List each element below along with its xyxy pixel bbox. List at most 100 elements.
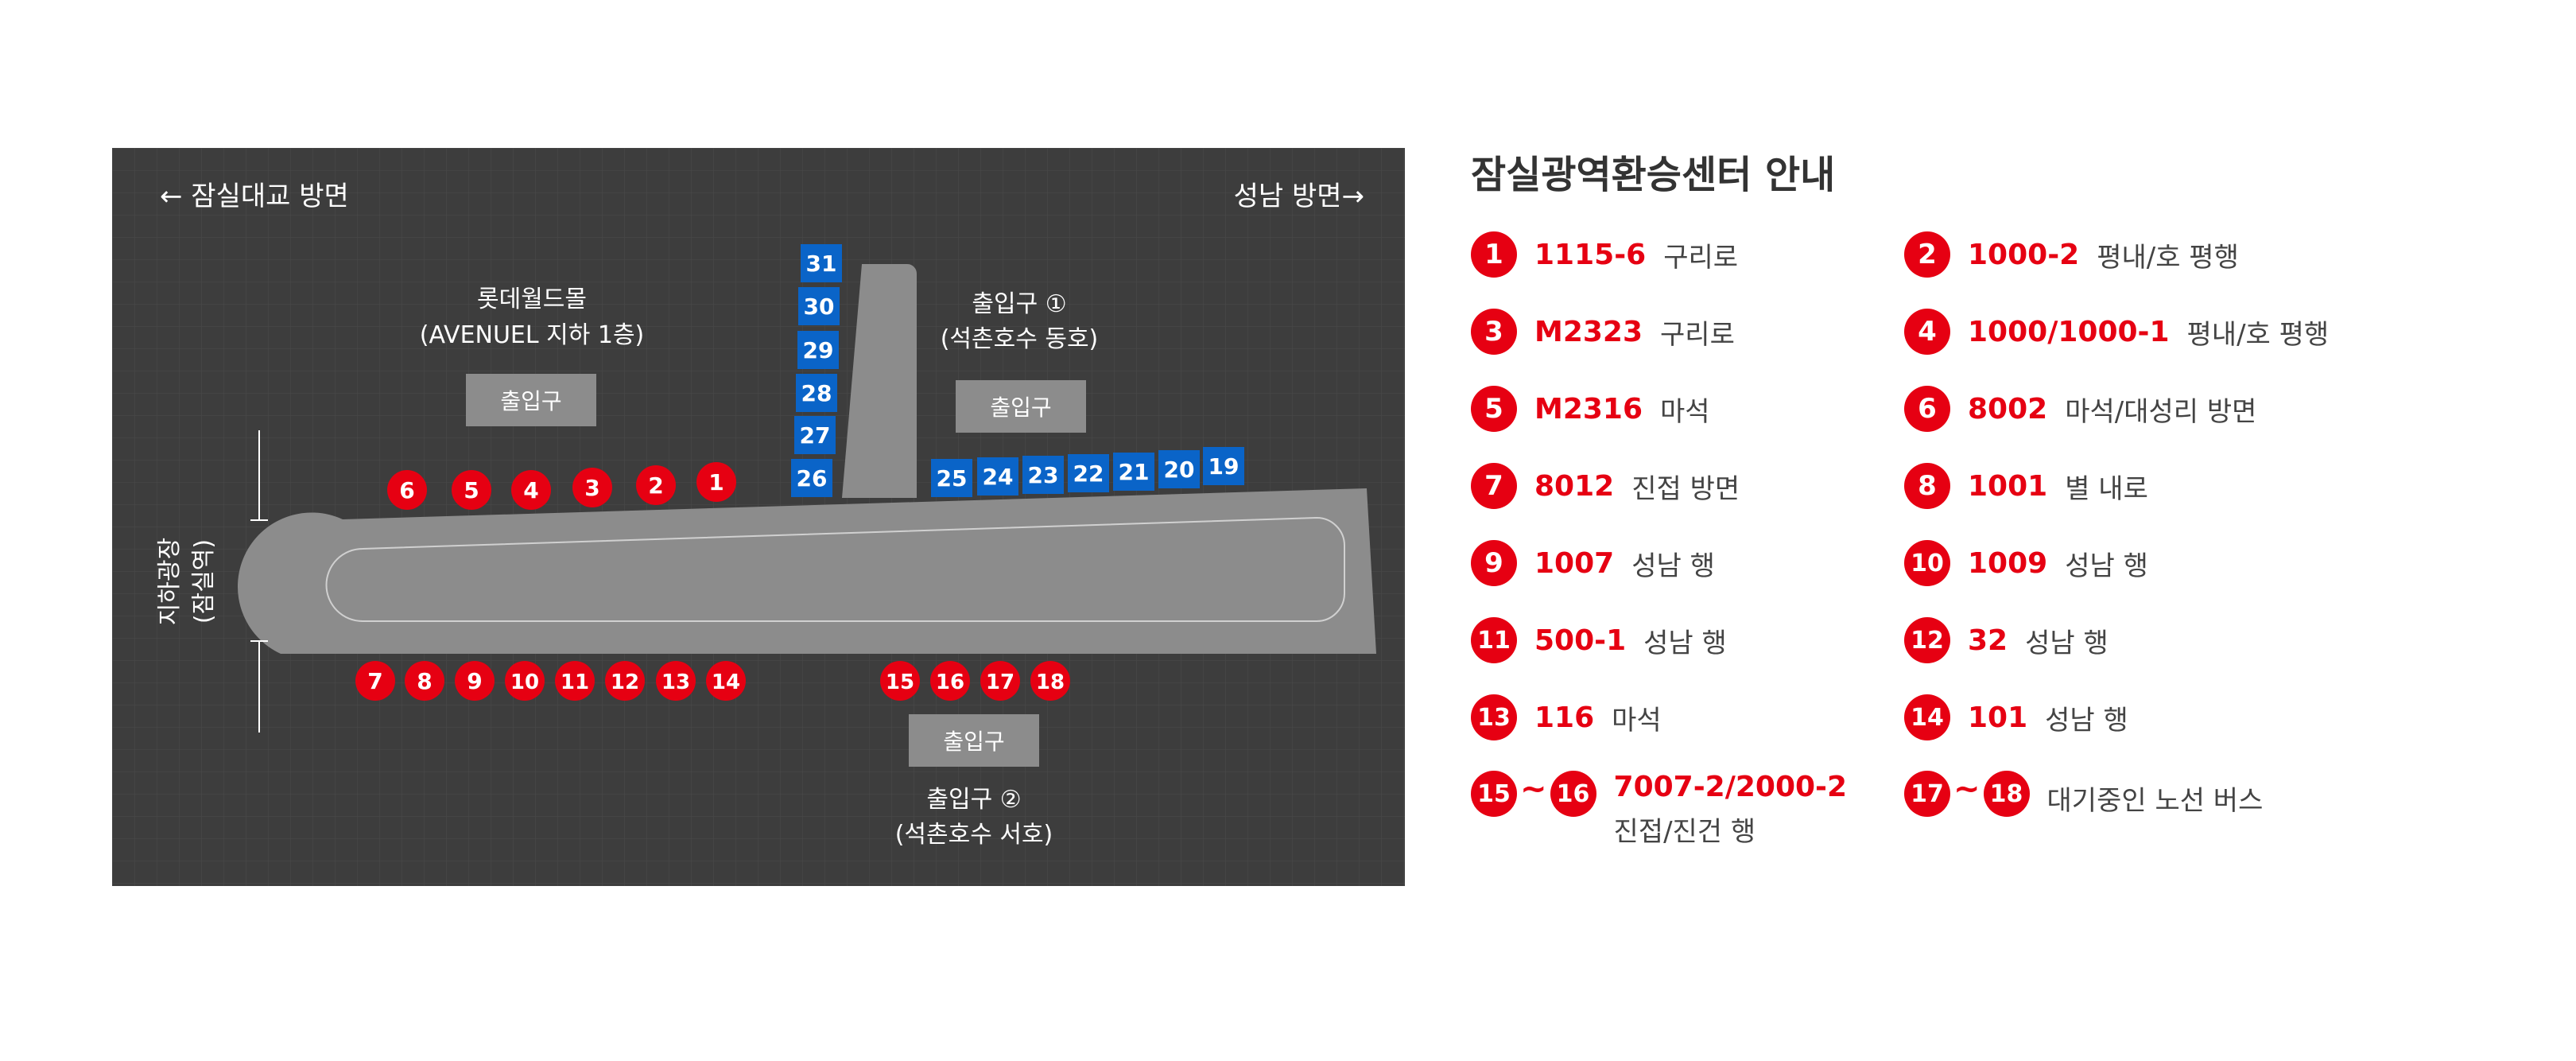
red-stop-marker: [455, 661, 495, 701]
blue-stop-marker: [931, 459, 972, 497]
legend-item: 13 116 마석: [1471, 694, 1662, 741]
red-stop-label: 2: [648, 472, 663, 499]
legend-destination: 성남 행: [1631, 550, 1715, 582]
legend-route-code: 8012: [1534, 469, 1615, 503]
legend-stop-badge: 3: [1471, 309, 1517, 355]
blue-stop-label: 20: [1164, 457, 1195, 483]
legend-range-tilde: ~: [1520, 771, 1547, 807]
red-stop-marker: [706, 661, 746, 701]
legend-destination: 대기중인 노선 버스: [2046, 785, 2264, 817]
bus-terminal-map: ← 잠실대교 방면 성남 방면→ 롯데월드몰 (AVENUEL 지하 1층) 출…: [112, 148, 1405, 886]
red-stop-marker: [572, 468, 612, 507]
blue-stop-marker: [1068, 454, 1109, 492]
blue-stop-label: 29: [803, 337, 834, 363]
legend-stop-badge: 16: [1550, 771, 1596, 817]
legend-destination: 마석/대성리 방면: [2065, 395, 2257, 428]
legend-route-code: 1000-2: [1968, 238, 2080, 271]
legend-item: 7 8012 진접 방면: [1471, 462, 1740, 510]
inner-track: [325, 516, 1345, 622]
legend-range-item: 15~16 7007-2/2000-2 진접/진건 행: [1471, 771, 1847, 848]
legend-destination: 성남 행: [2065, 550, 2148, 582]
red-stop-label: 7: [367, 668, 382, 694]
mall-name: 롯데월드몰: [477, 286, 587, 313]
blue-stop-label: 23: [1028, 462, 1059, 488]
legend-destination: 평내/호 평행: [2186, 318, 2330, 351]
blue-stop-label: 22: [1073, 461, 1104, 487]
legend-range-text: 7007-2/2000-2 진접/진건 행: [1614, 771, 1848, 849]
legend-title: 잠실광역환승센터 안내: [1471, 153, 1836, 197]
red-stop-marker: [636, 465, 676, 505]
red-stop-label: 17: [986, 670, 1014, 694]
red-stop-label: 9: [467, 668, 482, 694]
legend-stop-badge: 14: [1904, 694, 1950, 740]
exit2-box: [909, 714, 1039, 767]
blue-stop-marker: [1113, 453, 1154, 491]
exit1-box-label: 출입구: [990, 394, 1051, 421]
legend-route-code: M2316: [1534, 392, 1643, 426]
blue-stop-marker: [798, 287, 840, 325]
red-stop-marker: [696, 462, 736, 502]
red-stop-marker: [656, 661, 696, 701]
legend-stop-badge: 2: [1904, 231, 1950, 278]
blue-stop-label: 19: [1208, 453, 1240, 480]
legend-item: 14 101 성남 행: [1904, 694, 2128, 741]
red-stop-label: 16: [936, 670, 964, 694]
red-stop-label: 6: [399, 477, 414, 503]
red-stop-label: 1: [708, 469, 724, 496]
legend-stop-badge: 7: [1471, 463, 1517, 509]
legend-item: 9 1007 성남 행: [1471, 539, 1715, 587]
bus-road-branch: [842, 264, 917, 498]
red-stop-label: 15: [886, 670, 914, 694]
blue-stop-marker: [791, 459, 832, 497]
blue-stop-marker: [1158, 450, 1200, 488]
exit2-box-label: 출입구: [943, 729, 1004, 755]
exit2-title: 출입구 ②: [926, 786, 1021, 814]
legend-route-code: 101: [1968, 701, 2028, 734]
legend-destination: 마석: [1660, 395, 1710, 428]
blue-stop-marker: [977, 457, 1018, 496]
legend-stop-badge: 18: [1983, 771, 2030, 817]
blue-stop-marker: [797, 331, 839, 369]
plaza-name: 지하광장: [156, 538, 184, 625]
legend-destination: 마석: [1612, 704, 1662, 736]
red-stop-label: 10: [510, 670, 539, 694]
red-stop-label: 4: [523, 477, 538, 503]
direction-right-label: 성남 방면→: [1234, 181, 1364, 212]
legend-route-code: 1007: [1534, 546, 1615, 580]
blue-stop-label: 27: [800, 422, 831, 449]
legend-route-code: 116: [1534, 701, 1595, 734]
legend-stop-badge: 1: [1471, 231, 1517, 278]
legend-route-code: 1009: [1968, 546, 2048, 580]
legend-route-code: 1000/1000-1: [1968, 315, 2170, 348]
legend-stop-badge: 9: [1471, 540, 1517, 586]
legend-stop-badge: 15: [1471, 771, 1517, 817]
legend-stop-badge: 8: [1904, 463, 1950, 509]
legend-destination: 진접/진건 행: [1613, 816, 1756, 848]
red-stop-label: 12: [611, 670, 639, 694]
legend-stop-badge: 13: [1471, 694, 1517, 740]
blue-stop-label: 28: [801, 380, 832, 406]
legend-destination: 성남 행: [2045, 704, 2128, 736]
legend-destination: 성남 행: [2025, 627, 2109, 659]
red-stop-label: 8: [417, 668, 432, 694]
blue-stop-label: 30: [804, 293, 835, 320]
legend-route-code: 1001: [1968, 469, 2048, 503]
blue-stop-label: 24: [983, 464, 1014, 490]
legend-destination: 진접 방면: [1631, 472, 1740, 505]
blue-stop-marker: [796, 374, 837, 412]
legend-stop-badge: 10: [1904, 540, 1950, 586]
plaza-sub: (잠실역): [190, 539, 218, 624]
red-stop-label: 3: [584, 475, 599, 501]
legend-stop-badge: 4: [1904, 309, 1950, 355]
legend-route-code: 500-1: [1534, 624, 1627, 657]
exit1-title: 출입구 ①: [972, 290, 1066, 318]
red-stop-marker: [355, 661, 395, 701]
legend-route-code: 7007-2/2000-2: [1613, 771, 1848, 803]
blue-stop-label: 26: [797, 465, 828, 492]
legend-destination: 별 내로: [2065, 472, 2148, 505]
